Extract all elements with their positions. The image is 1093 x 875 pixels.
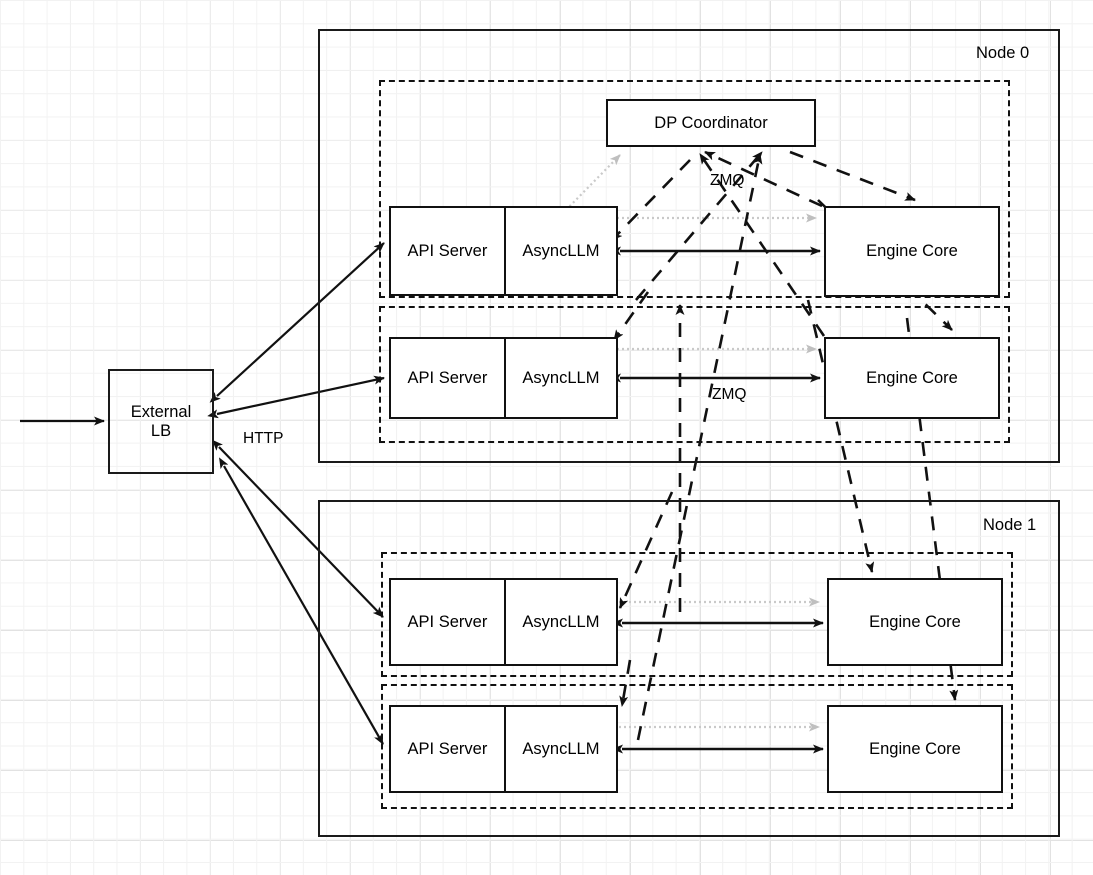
node1-group0-boundary	[381, 552, 1013, 677]
node1-group0-engine-core[interactable]: Engine Core	[827, 578, 1003, 666]
node0-label: Node 0	[976, 44, 1030, 62]
http-label: HTTP	[243, 430, 284, 447]
node1-group1-api-server[interactable]: API Server	[407, 739, 488, 758]
node1-group1-apiserver-asyncllm[interactable]: API Server AsyncLLM	[389, 705, 618, 793]
node0-group0-engine-core[interactable]: Engine Core	[824, 206, 1000, 297]
node0-group1-async-llm[interactable]: AsyncLLM	[503, 339, 616, 417]
node0-group1-engine-core[interactable]: Engine Core	[824, 337, 1000, 419]
external-lb-label-line2: LB	[150, 421, 172, 440]
node0-group1-api-server[interactable]: API Server	[407, 368, 488, 387]
external-lb-label-line1: External	[130, 402, 192, 421]
node1-group0-api-server[interactable]: API Server	[407, 612, 488, 631]
node1-boundary	[318, 500, 1060, 837]
node0-group0-async-llm[interactable]: AsyncLLM	[503, 208, 616, 294]
node0-group1-engine-core-label: Engine Core	[866, 368, 958, 387]
node1-group0-apiserver-asyncllm[interactable]: API Server AsyncLLM	[389, 578, 618, 666]
node1-group1-boundary	[381, 684, 1013, 809]
node1-label: Node 1	[983, 516, 1037, 534]
node0-group0-api-server[interactable]: API Server	[407, 241, 488, 260]
dp-coordinator-label: DP Coordinator	[654, 113, 768, 132]
node0-group0-boundary	[379, 80, 1010, 298]
dp-coordinator-box[interactable]: DP Coordinator	[606, 99, 816, 147]
external-lb-box[interactable]: External LB	[108, 369, 214, 474]
node0-group0-apiserver-asyncllm[interactable]: API Server AsyncLLM	[389, 206, 618, 296]
node1-group0-async-llm[interactable]: AsyncLLM	[503, 580, 616, 664]
node0-group1-boundary	[379, 306, 1010, 443]
node1-group0-engine-core-label: Engine Core	[869, 612, 961, 631]
node1-group1-async-llm[interactable]: AsyncLLM	[503, 707, 616, 791]
node0-group1-apiserver-asyncllm[interactable]: API Server AsyncLLM	[389, 337, 618, 419]
node0-group0-engine-core-label: Engine Core	[866, 242, 958, 260]
node1-group1-engine-core[interactable]: Engine Core	[827, 705, 1003, 793]
node1-group1-engine-core-label: Engine Core	[869, 739, 961, 758]
node0-boundary	[318, 29, 1060, 463]
zmq-label-top: ZMQ	[710, 172, 745, 189]
zmq-label-mid: ZMQ	[712, 386, 747, 403]
